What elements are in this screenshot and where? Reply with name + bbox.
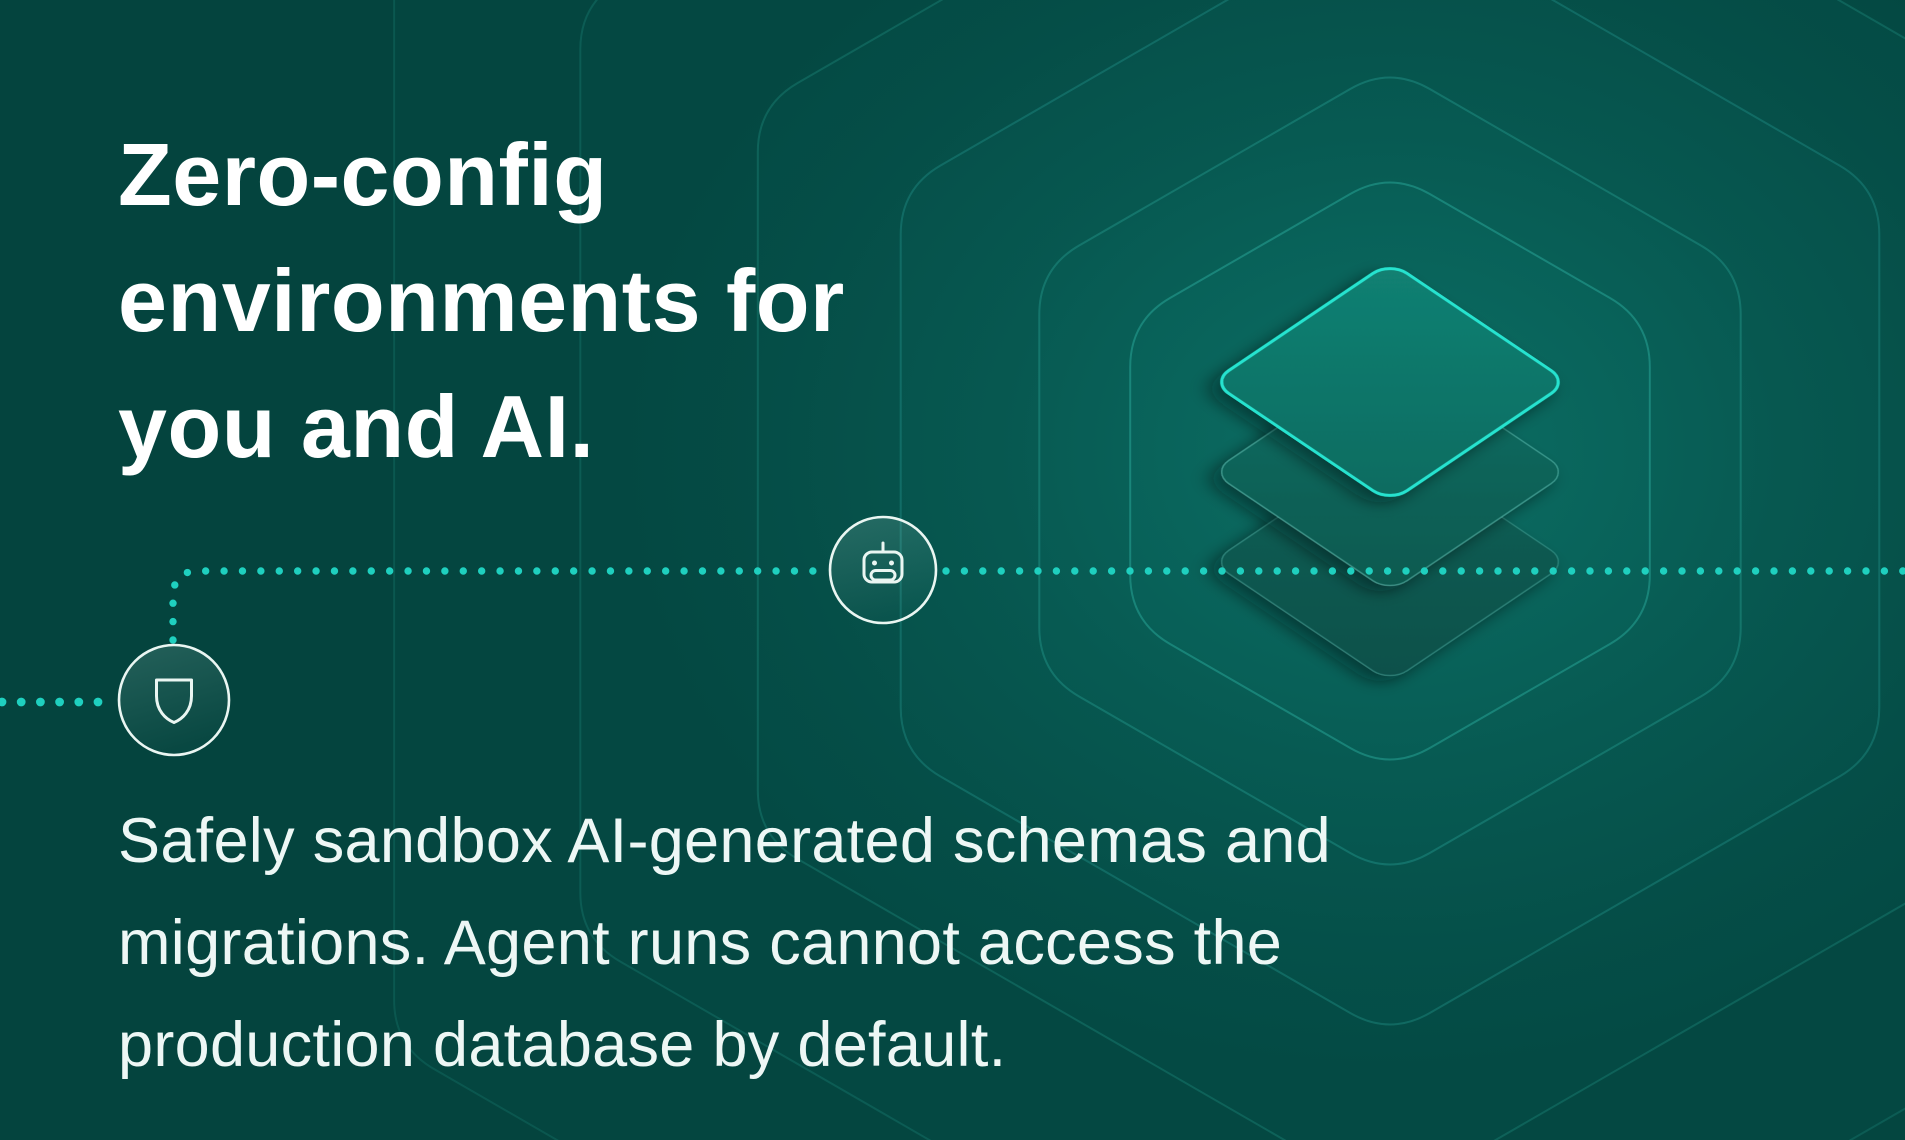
description-line: Safely sandbox AI-generated schemas and xyxy=(118,806,1331,876)
title-line: you and AI. xyxy=(118,377,595,476)
description-line: migrations. Agent runs cannot access the xyxy=(118,908,1283,978)
shield-badge xyxy=(117,643,231,757)
stack-layer-top xyxy=(1212,262,1568,502)
hero-description: Safely sandbox AI-generated schemas and … xyxy=(118,790,1331,1096)
hexagon-ring xyxy=(1038,76,1742,866)
title-line: Zero-config xyxy=(118,125,608,224)
dotted-connector-line xyxy=(0,567,1905,707)
hexagon-ring xyxy=(1129,181,1651,761)
description-line: production database by default. xyxy=(118,1010,1007,1080)
shield-badge-circle xyxy=(117,643,231,757)
hexagon-ring xyxy=(579,0,1905,1140)
robot-badge xyxy=(828,515,938,625)
layered-diamond-stack xyxy=(1212,262,1568,682)
page-title: Zero-config environments for you and AI. xyxy=(118,112,845,490)
hexagon-ring xyxy=(756,0,1905,1140)
shield-icon xyxy=(155,678,193,724)
robot-icon xyxy=(862,541,904,584)
title-line: environments for xyxy=(118,251,845,350)
hexagon-ring xyxy=(899,0,1881,1026)
hexagon-rings xyxy=(393,0,1905,1140)
